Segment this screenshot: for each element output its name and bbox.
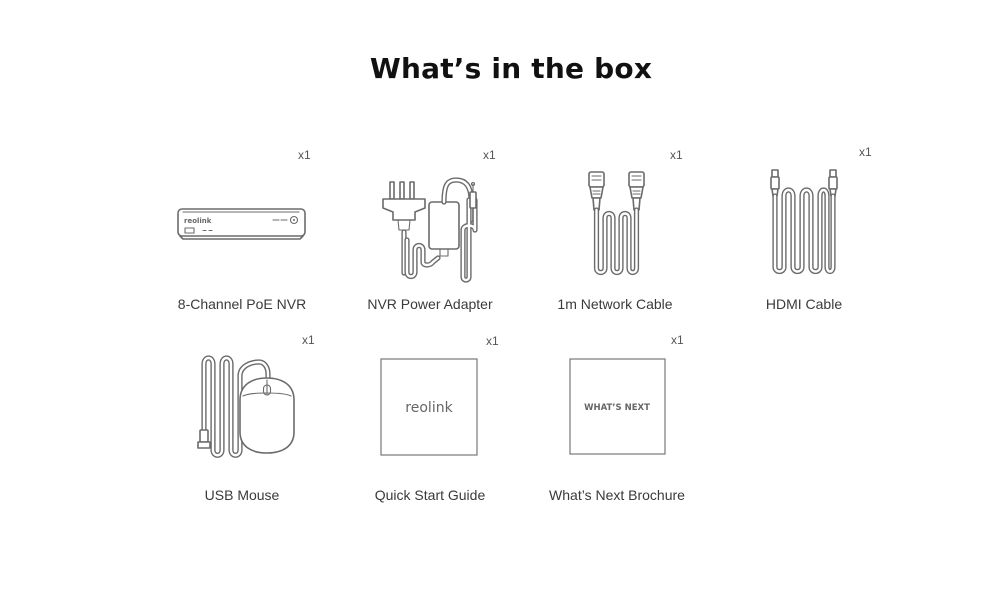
hdmi-cable-icon (770, 169, 838, 275)
quantity-label: x1 (671, 333, 684, 347)
page-title: What’s in the box (369, 52, 653, 85)
item-usb-mouse: x1 USB Mouse (147, 330, 337, 503)
item-hdmi-cable: x1 HDMI Cable (709, 140, 899, 312)
item-network-cable: x1 1m Network Cable (520, 140, 710, 312)
quick-start-guide-icon: reolink (380, 358, 478, 456)
brochure-icon: WHAT’S NEXT (569, 358, 666, 455)
nvr-icon: reolink (177, 208, 306, 240)
item-label: 1m Network Cable (557, 296, 673, 312)
guide-brand-logo: reolink (405, 400, 453, 416)
item-quick-start-guide: reolink x1 Quick Start Guide (335, 330, 525, 503)
quantity-label: x1 (670, 148, 683, 162)
item-brochure: WHAT’S NEXT x1 What’s Next Brochure (522, 330, 712, 503)
quantity-label: x1 (859, 145, 872, 159)
item-nvr: reolink x1 8-Channel PoE NVR (147, 140, 337, 312)
item-label: Quick Start Guide (374, 487, 486, 503)
item-label: USB Mouse (204, 487, 280, 503)
item-label: What’s Next Brochure (549, 487, 685, 503)
quantity-label: x1 (298, 148, 311, 162)
item-label: NVR Power Adapter (367, 296, 493, 312)
quantity-label: x1 (302, 333, 315, 347)
usb-mouse-icon (197, 355, 295, 458)
quantity-label: x1 (483, 148, 496, 162)
nvr-brand-logo: reolink (184, 217, 212, 225)
quantity-label: x1 (486, 334, 499, 348)
item-label: 8-Channel PoE NVR (177, 296, 307, 312)
brochure-cover-text: WHAT’S NEXT (584, 403, 650, 413)
item-label: HDMI Cable (765, 296, 843, 312)
item-power-adapter: x1 NVR Power Adapter (335, 140, 525, 312)
power-adapter-icon (382, 177, 478, 283)
network-cable-icon (588, 171, 645, 276)
